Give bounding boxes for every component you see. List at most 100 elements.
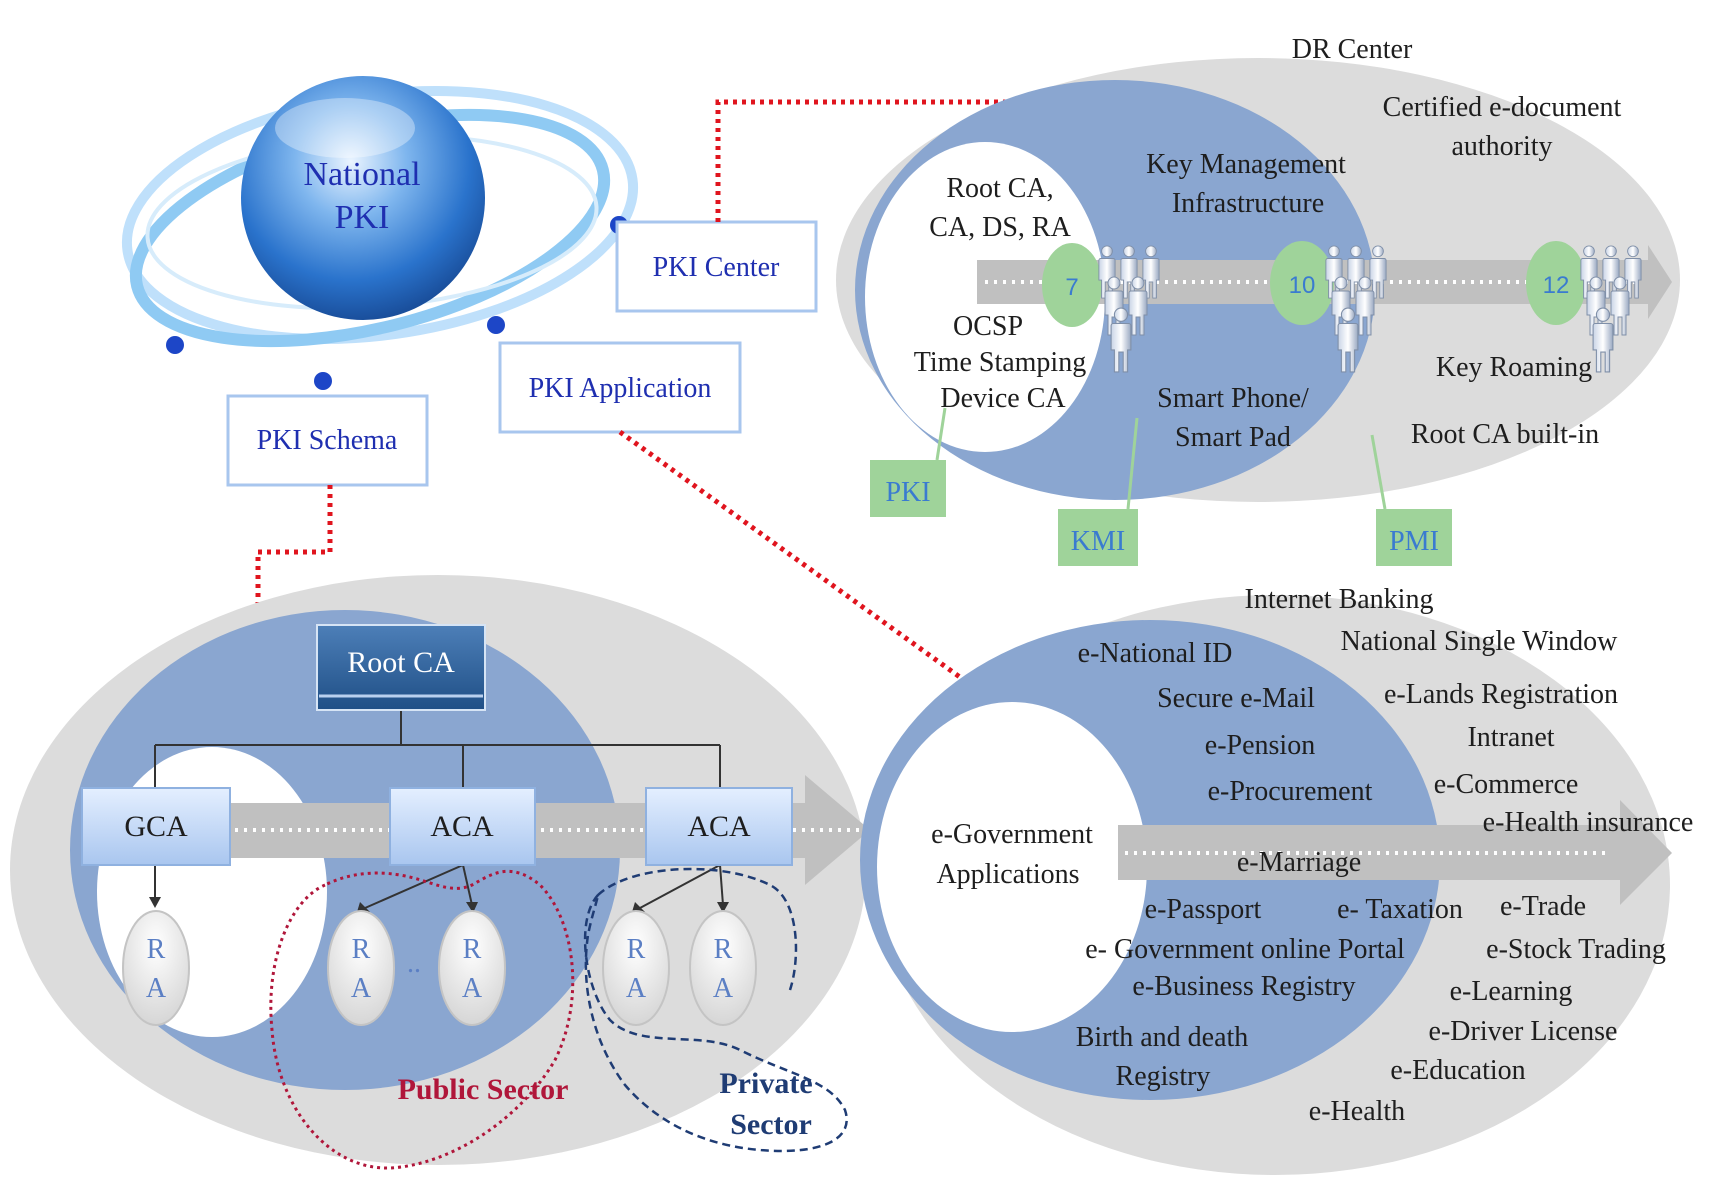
tag-kmi-leader: [1126, 417, 1139, 510]
pki-schema-label: PKI Schema: [257, 425, 398, 456]
app-e-driver-license: e-Driver License: [1429, 1016, 1618, 1047]
egov-core-line1: e-Government: [931, 819, 1093, 850]
tag-pki-leader: [935, 407, 947, 461]
app-e-passport: e-Passport: [1145, 894, 1262, 925]
ra-letter-a: A: [351, 973, 372, 1004]
app-birth-death-line1: Birth and death: [1076, 1022, 1249, 1053]
app-e-health: e-Health: [1309, 1096, 1405, 1127]
kmi-title-line1: Key Management: [1146, 149, 1346, 180]
app-national-single-window: National Single Window: [1341, 626, 1619, 657]
ra-letter-a: A: [146, 973, 167, 1004]
private-sector-outline: [583, 867, 848, 1153]
ra-letter-a: A: [713, 973, 734, 1004]
tag-kmi-label: KMI: [1071, 526, 1125, 557]
ocsp-line1: OCSP: [953, 311, 1023, 342]
app-e-learning: e-Learning: [1450, 976, 1573, 1007]
ra-node-gca[interactable]: R A: [122, 910, 190, 1026]
stage-7-circle: [1042, 243, 1102, 327]
aca-box-2[interactable]: [645, 787, 793, 866]
pki-schema-panel: Root CA GCA ACA ACA R A R A .. R A R A: [10, 575, 870, 1170]
connector-center: [715, 99, 1025, 222]
sphere-highlight: [275, 98, 415, 158]
app-e-trade: e-Trade: [1500, 891, 1586, 922]
connector-application: [618, 429, 977, 691]
tree-arrowheads: [149, 897, 729, 913]
stage-7: 7: [1042, 243, 1160, 373]
tag-pmi-leader: [1370, 434, 1387, 510]
orbit-dot-schema: [314, 372, 332, 390]
cert-authority-line2: authority: [1451, 131, 1552, 162]
gca-box[interactable]: [81, 787, 231, 866]
tag-pki-box: [870, 460, 946, 517]
tag-kmi-box: [1058, 509, 1138, 566]
app-e-health-insurance: e-Health insurance: [1483, 807, 1694, 838]
dr-center-label: DR Center: [1292, 34, 1413, 65]
app-internet-banking: Internet Banking: [1245, 584, 1434, 615]
apps-white-core: [877, 702, 1147, 1032]
egov-core-line2: Applications: [936, 859, 1079, 890]
app-secure-e-mail: Secure e-Mail: [1157, 683, 1315, 714]
private-sector-line1: Private: [719, 1067, 812, 1100]
ra-letter-r: R: [352, 934, 371, 965]
app-birth-death-line2: Registry: [1116, 1061, 1211, 1092]
root-ca-label: Root CA: [347, 646, 455, 679]
stage-12-circle: [1526, 241, 1586, 325]
connectors: [255, 99, 1025, 691]
hub-title-line2: PKI: [335, 199, 390, 236]
pki-center-label: PKI Center: [653, 252, 780, 283]
app-e-business-registry: e-Business Registry: [1132, 971, 1355, 1002]
tag-pki-label: PKI: [885, 477, 930, 508]
hub-group: National PKI PKI Center PKI Application …: [121, 76, 818, 487]
app-e-lands-registration: e-Lands Registration: [1384, 679, 1618, 710]
root-ca-line2: CA, DS, RA: [929, 212, 1071, 243]
ra-letter-r: R: [627, 934, 646, 965]
app-e-pension: e-Pension: [1205, 730, 1315, 761]
kmi-title-line2: Infrastructure: [1172, 188, 1324, 219]
pki-application-label: PKI Application: [529, 373, 712, 404]
pki-center-panel: DR Center Certified e-document authority…: [836, 34, 1680, 566]
ocsp-line3: Device CA: [940, 383, 1066, 414]
ra-node-private-2[interactable]: R A: [689, 910, 757, 1026]
ra-letter-a: A: [462, 973, 483, 1004]
stage-12: 12: [1526, 241, 1642, 373]
aca-label-2: ACA: [687, 810, 751, 843]
tree-lines: [154, 710, 724, 909]
ocsp-line2: Time Stamping: [914, 347, 1086, 378]
app-intranet: Intranet: [1467, 722, 1554, 753]
stage-10-circle: [1270, 241, 1334, 325]
app-e-national-id: e-National ID: [1078, 638, 1233, 669]
root-ca-line1: Root CA,: [946, 173, 1053, 204]
pki-application-box[interactable]: [498, 341, 742, 434]
app-e-marriage: e-Marriage: [1237, 847, 1361, 878]
public-sector-label: Public Sector: [398, 1073, 569, 1106]
key-roaming-label: Key Roaming: [1436, 352, 1592, 383]
aca-box-1[interactable]: [389, 787, 536, 866]
app-e-education: e-Education: [1390, 1055, 1525, 1086]
ra-letter-a: A: [626, 973, 647, 1004]
ra-letter-r: R: [463, 934, 482, 965]
ra-node-public-2[interactable]: R A: [438, 910, 506, 1026]
national-pki-sphere[interactable]: [241, 76, 485, 320]
orbit-dot-left: [166, 336, 184, 354]
smart-phone-line1: Smart Phone/: [1157, 383, 1309, 414]
ra-letter-r: R: [714, 934, 733, 965]
stage-12-number: 12: [1543, 272, 1570, 299]
tag-pmi-box: [1376, 509, 1452, 566]
ra-ellipsis: ..: [407, 948, 421, 979]
apps-arrow-tail: [1118, 825, 1128, 880]
tag-pmi-label: PMI: [1389, 526, 1439, 557]
connector-schema: [255, 485, 333, 613]
ra-node-public-1[interactable]: R A: [327, 910, 395, 1026]
aca-label-1: ACA: [430, 810, 494, 843]
ra-letter-r: R: [147, 934, 166, 965]
pki-application-panel: e-Government Applications Internet Banki…: [860, 584, 1693, 1175]
app-e-stock-trading: e-Stock Trading: [1486, 934, 1666, 965]
cert-authority-line1: Certified e-document: [1383, 92, 1622, 123]
smart-phone-line2: Smart Pad: [1175, 422, 1291, 453]
public-sector-outline: [269, 869, 575, 1170]
root-builtin-label: Root CA built-in: [1411, 419, 1599, 450]
ra-node-private-1[interactable]: R A: [602, 910, 670, 1026]
app-e-taxation: e- Taxation: [1337, 894, 1463, 925]
